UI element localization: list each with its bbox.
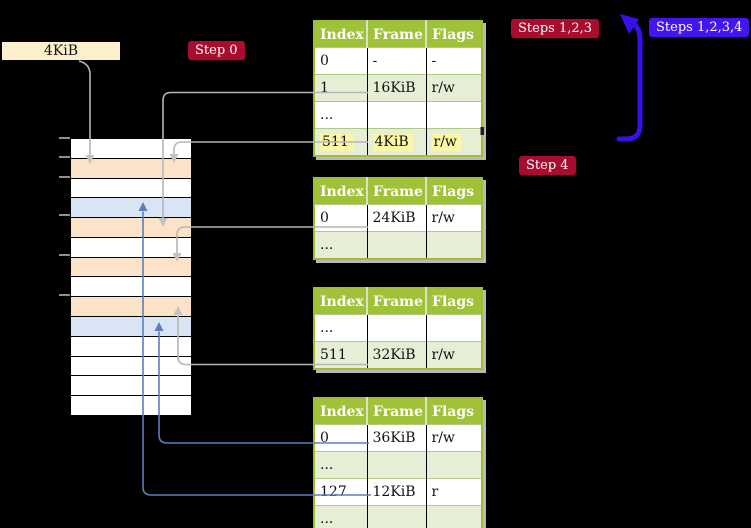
flags-cell: r/w	[425, 128, 482, 156]
table-header-row: Index Frame Flags	[314, 21, 482, 48]
badge-step-4: Step 4	[519, 156, 576, 175]
memory-address-tick	[59, 294, 70, 296]
memory-frame	[71, 277, 191, 298]
memory-frame	[71, 139, 191, 159]
page-table-3: Index Frame Flags ... 511 32KiB r/w	[313, 287, 483, 370]
frame-cell: 12KiB	[366, 478, 426, 506]
flags-cell: r	[425, 478, 482, 506]
flags-cell: r/w	[425, 74, 482, 102]
table-row: ...	[314, 505, 482, 528]
highlight-mark: 511	[320, 134, 353, 151]
table-header-row: Index Frame Flags	[314, 178, 482, 205]
index-cell: ...	[314, 101, 367, 129]
badge-steps-1234: Steps 1,2,3,4	[649, 18, 750, 37]
frame-cell: 32KiB	[366, 341, 426, 369]
table-header-row: Index Frame Flags	[314, 288, 482, 315]
memory-frame	[71, 158, 191, 179]
index-cell: ...	[314, 314, 367, 342]
memory-frame	[71, 396, 191, 415]
index-cell: ...	[314, 231, 367, 259]
table-row: 0 24KiB r/w	[314, 204, 482, 232]
frame-address-label: 4KiB	[2, 42, 120, 60]
highlight-mark: r/w	[431, 134, 461, 151]
table-row: ...	[314, 231, 482, 259]
index-cell: 127	[314, 478, 367, 506]
arrow-steps-loop	[616, 20, 643, 142]
frame-cell: 4KiB	[366, 128, 426, 156]
memory-address-tick	[59, 254, 70, 256]
badge-step-0: Step 0	[188, 41, 245, 60]
memory-frame	[71, 198, 191, 219]
flags-cell: r/w	[425, 424, 482, 452]
column-header: Index	[314, 288, 367, 315]
frame-cell: -	[366, 47, 426, 75]
table-row: 511 32KiB r/w	[314, 341, 482, 369]
flags-cell: r/w	[425, 204, 482, 232]
highlight-mark: 4KiB	[372, 134, 413, 151]
frame-cell	[366, 451, 426, 479]
index-cell: 0	[314, 204, 367, 232]
frame-cell: 24KiB	[366, 204, 426, 232]
flags-cell	[425, 451, 482, 479]
memory-frame	[71, 376, 191, 397]
memory-address-tick	[59, 214, 70, 216]
table-row: 127 12KiB r	[314, 478, 482, 506]
column-header: Flags	[425, 288, 482, 315]
memory-address-tick	[59, 156, 70, 158]
frame-cell: 36KiB	[366, 424, 426, 452]
flags-cell	[425, 231, 482, 259]
page-table-2: Index Frame Flags 0 24KiB r/w ...	[313, 177, 483, 260]
memory-frame	[71, 297, 191, 318]
column-header: Index	[314, 398, 367, 425]
flags-cell	[425, 101, 482, 129]
frame-cell: 16KiB	[366, 74, 426, 102]
memory-frame	[71, 336, 191, 357]
column-header: Flags	[425, 21, 482, 48]
memory-frame	[71, 257, 191, 278]
table-row: 0 36KiB r/w	[314, 424, 482, 452]
flags-cell	[425, 314, 482, 342]
index-cell: 511	[314, 128, 367, 156]
table-row-highlighted: 511 4KiB r/w	[314, 128, 482, 156]
column-header: Frame	[366, 288, 426, 315]
frame-cell	[366, 314, 426, 342]
memory-frame	[71, 218, 191, 238]
page-table-4: Index Frame Flags 0 36KiB r/w ... 127 12…	[313, 397, 483, 528]
table-row: 1 16KiB r/w	[314, 74, 482, 102]
table-header-row: Index Frame Flags	[314, 398, 482, 425]
index-cell: 0	[314, 47, 367, 75]
column-header: Index	[314, 21, 367, 48]
memory-frame	[71, 317, 191, 337]
frame-cell	[366, 101, 426, 129]
table-row: ...	[314, 314, 482, 342]
table-row: 0 - -	[314, 47, 482, 75]
flags-cell: -	[425, 47, 482, 75]
memory-address-tick	[59, 137, 70, 139]
badge-steps-123: Steps 1,2,3	[511, 19, 600, 38]
memory-frame	[71, 237, 191, 258]
frame-cell	[366, 505, 426, 528]
column-header: Frame	[366, 178, 426, 205]
table-row: ...	[314, 451, 482, 479]
index-cell: 1	[314, 74, 367, 102]
page-table-1: Index Frame Flags 0 - - 1 16KiB r/w ... …	[313, 20, 483, 157]
index-cell: 511	[314, 341, 367, 369]
flags-cell	[425, 505, 482, 528]
index-cell: ...	[314, 505, 367, 528]
physical-memory-column	[70, 138, 192, 416]
column-header: Flags	[425, 178, 482, 205]
index-cell: 0	[314, 424, 367, 452]
frame-cell	[366, 231, 426, 259]
flags-cell: r/w	[425, 341, 482, 369]
column-header: Frame	[366, 398, 426, 425]
memory-frame	[71, 356, 191, 377]
column-header: Frame	[366, 21, 426, 48]
column-header: Flags	[425, 398, 482, 425]
index-cell: ...	[314, 451, 367, 479]
column-header: Index	[314, 178, 367, 205]
arrowhead-upleft-icon	[620, 14, 639, 34]
memory-address-tick	[59, 176, 70, 178]
memory-frame	[71, 178, 191, 199]
table-row: ...	[314, 101, 482, 129]
